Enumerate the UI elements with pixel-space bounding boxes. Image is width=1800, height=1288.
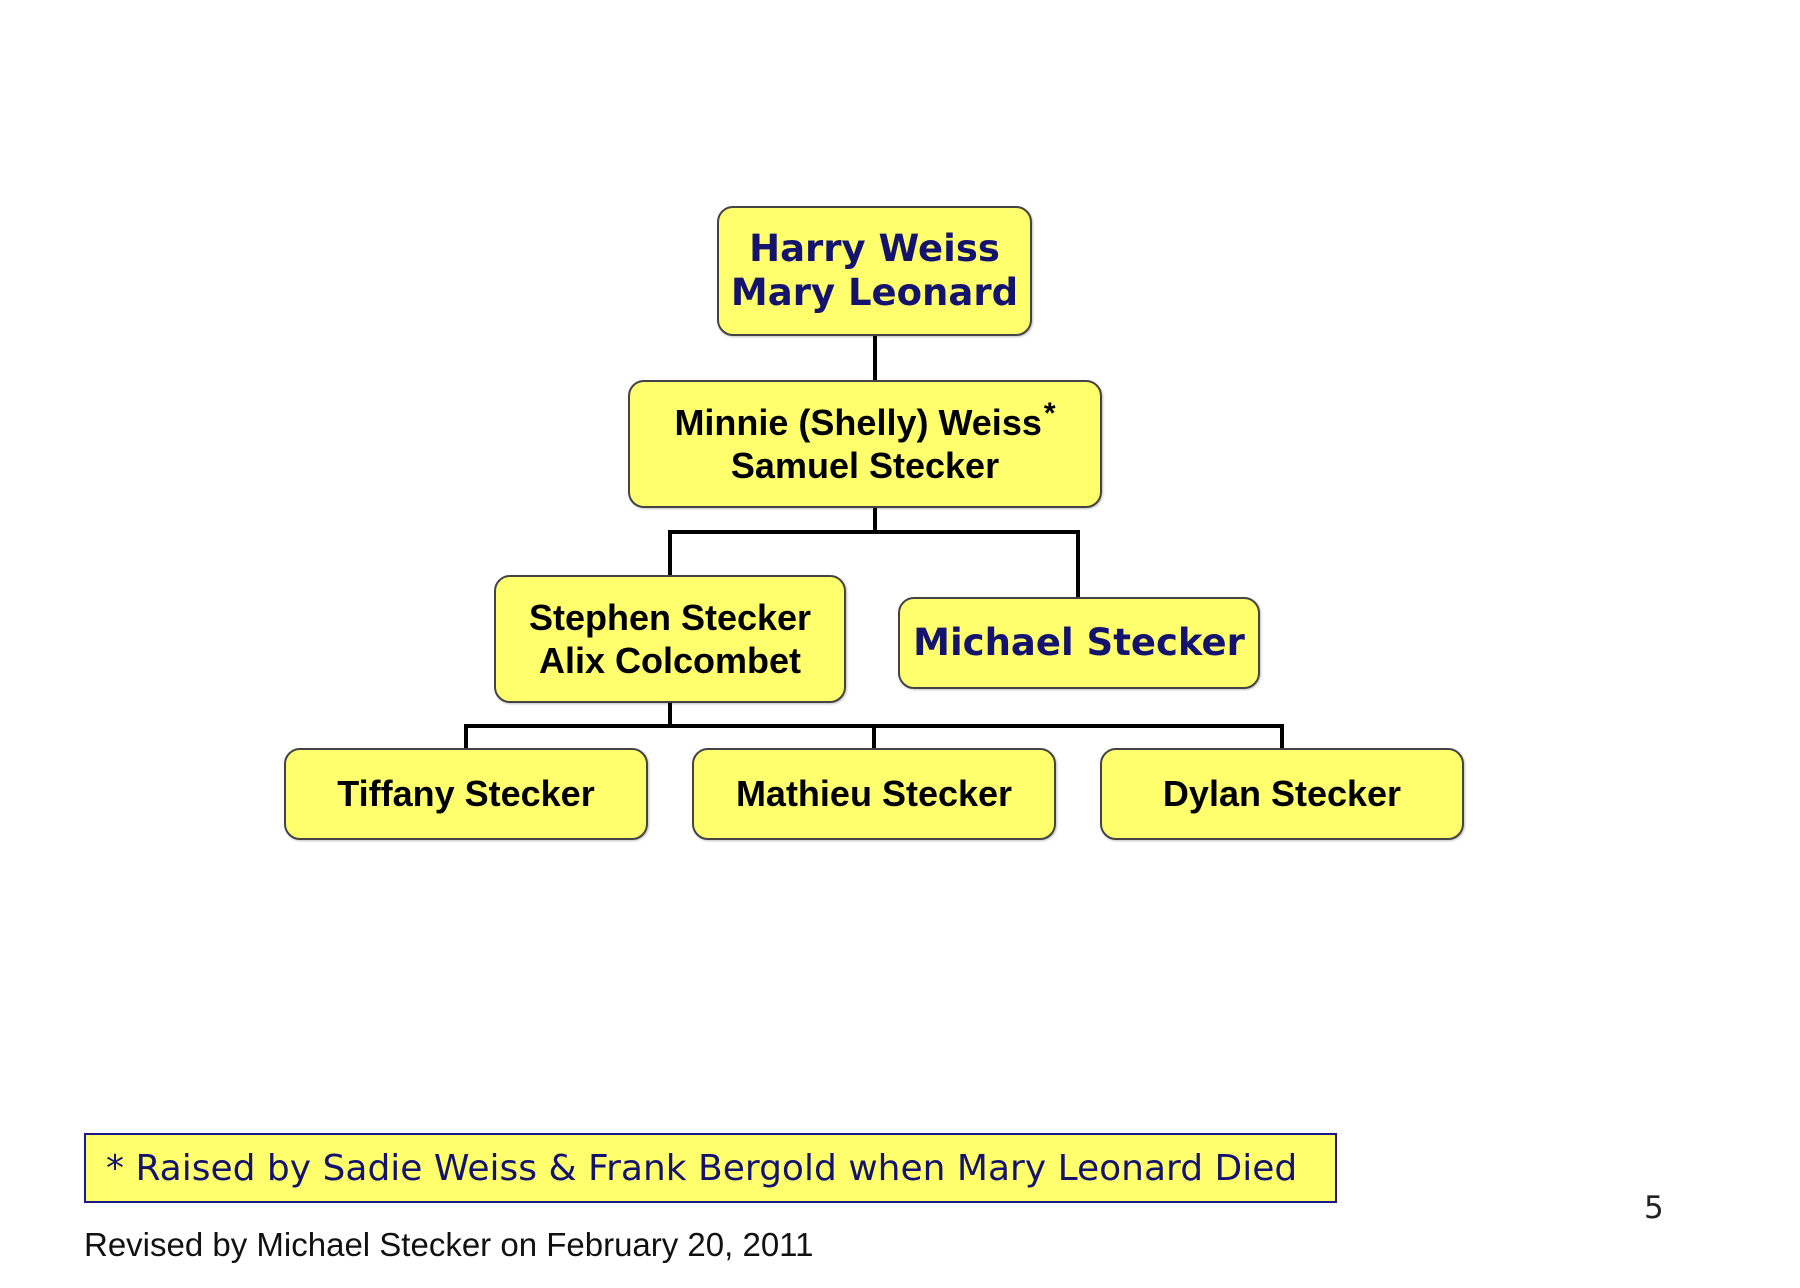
node-michael-stecker: Michael Stecker xyxy=(898,597,1260,689)
node-minnie-weiss-samuel-stecker: Minnie (Shelly) Weiss* Samuel Stecker xyxy=(628,380,1102,508)
revised-note: Revised by Michael Stecker on February 2… xyxy=(84,1226,814,1263)
node-line: Alix Colcombet xyxy=(538,640,802,681)
node-tiffany-stecker: Tiffany Stecker xyxy=(284,748,648,840)
node-harry-weiss-mary-leonard: Harry Weiss Mary Leonard xyxy=(717,206,1032,336)
node-mathieu-stecker: Mathieu Stecker xyxy=(692,748,1056,840)
page-number: 5 xyxy=(1644,1190,1664,1226)
footnote-text: * Raised by Sadie Weiss & Frank Bergold … xyxy=(106,1147,1298,1189)
footnote-marker: * xyxy=(1043,396,1056,430)
node-line: Harry Weiss xyxy=(749,226,1000,270)
node-line: Mary Leonard xyxy=(730,271,1019,314)
node-line: Dylan Stecker xyxy=(1162,773,1402,815)
footnote-box: * Raised by Sadie Weiss & Frank Bergold … xyxy=(84,1133,1337,1203)
node-line: Samuel Stecker xyxy=(730,445,1000,486)
node-line: Michael Stecker xyxy=(913,620,1245,664)
node-line-text: Minnie (Shelly) Weiss xyxy=(674,401,1042,443)
node-line: Minnie (Shelly) Weiss* xyxy=(674,397,1055,444)
node-dylan-stecker: Dylan Stecker xyxy=(1100,748,1464,840)
node-line: Tiffany Stecker xyxy=(337,773,595,815)
node-line: Stephen Stecker xyxy=(528,596,812,638)
node-line: Mathieu Stecker xyxy=(735,773,1013,815)
node-stephen-stecker-alix-colcombet: Stephen Stecker Alix Colcombet xyxy=(494,575,846,703)
